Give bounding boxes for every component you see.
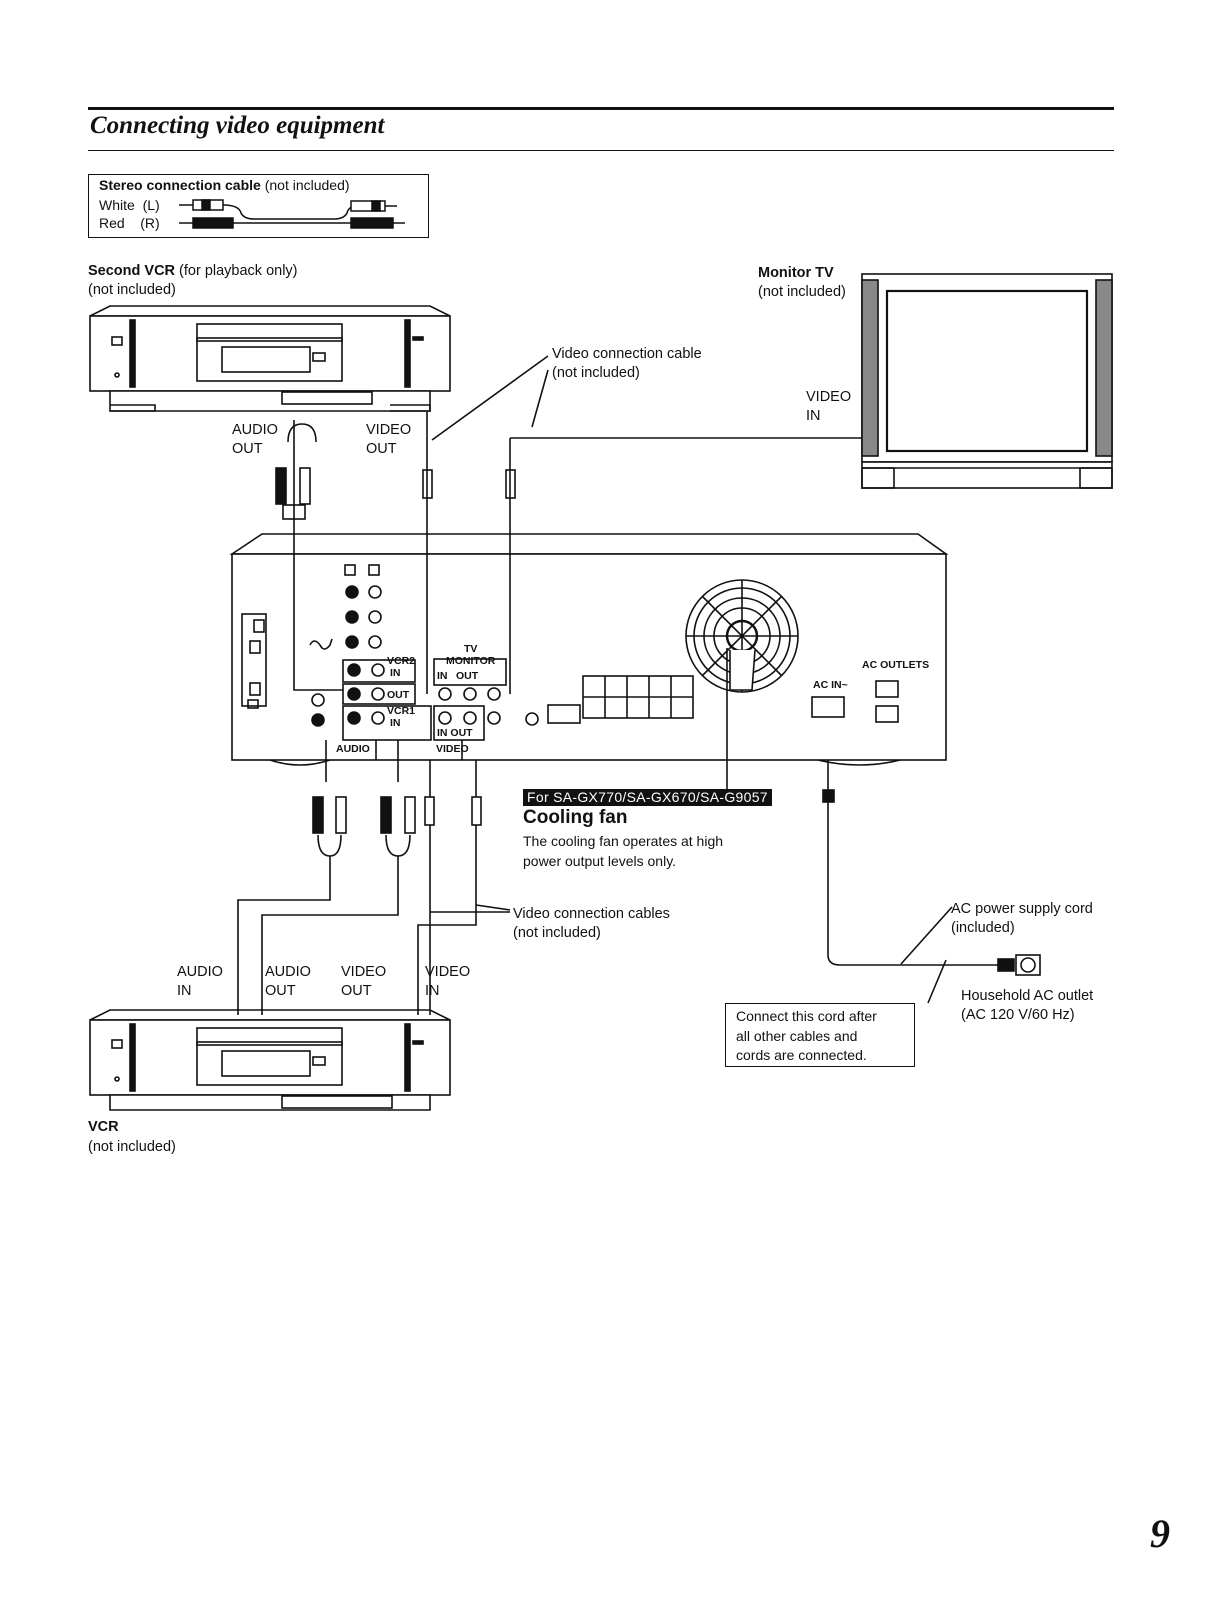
rcv-video: VIDEO (436, 743, 469, 755)
vcr-sub: (not included) (88, 1139, 176, 1155)
monitor-tv-label: Monitor TV (758, 265, 834, 281)
receiver-device (229, 533, 949, 766)
rcv-vcr1: VCR1 (387, 705, 415, 717)
cable-legend-white: White (L) (99, 197, 160, 213)
rcv-vcr2: VCR2 (387, 655, 415, 667)
cable-legend-red: Red (R) (99, 215, 160, 231)
rcv-audio: AUDIO (336, 743, 370, 755)
video-cable-top-label: Video connection cable (not included) (552, 346, 702, 381)
vcr-audio-in: AUDIO IN (177, 964, 223, 999)
video-cables-bottom-label: Video connection cables (not included) (513, 906, 670, 941)
header-rule-bottom (88, 150, 1114, 151)
cable-legend-box: Stereo connection cable (not included) W… (88, 174, 429, 238)
rcv-vcr1-in: IN (390, 717, 401, 729)
rcv-ac-in: AC IN~ (813, 679, 848, 691)
fan-title: Cooling fan (523, 807, 628, 828)
rcv-out2: OUT (456, 670, 479, 682)
header-rule-top (88, 107, 1114, 110)
vcr-label: VCR (88, 1119, 119, 1135)
vcr-audio-out: AUDIO OUT (265, 964, 311, 999)
second-vcr-video-out: VIDEO OUT (366, 422, 412, 457)
second-vcr-audio-out: AUDIO OUT (232, 422, 278, 457)
monitor-tv-device (861, 273, 1113, 489)
connect-note-box: Connect this cord after all other cables… (725, 1003, 915, 1067)
stereo-cable-icon (179, 199, 405, 229)
second-vcr-label: Second VCR (for playback only) (88, 263, 298, 279)
vcr-device (89, 1009, 451, 1111)
household-outlet-label: Household AC outlet (AC 120 V/60 Hz) (961, 988, 1094, 1023)
second-vcr-device (89, 305, 451, 412)
monitor-tv-sub: (not included) (758, 284, 846, 300)
rcv-in-out: IN OUT (437, 727, 473, 739)
rcv-in: IN (437, 670, 448, 682)
rcv-ac-outlets: AC OUTLETS (862, 659, 929, 671)
rcv-tv: TV (464, 643, 477, 655)
page-title: Connecting video equipment (90, 112, 385, 139)
second-vcr-sub: (not included) (88, 282, 176, 298)
rcv-vcr2-in: IN (390, 667, 401, 679)
cable-legend-title: Stereo connection cable (not included) (99, 177, 350, 193)
vcr-video-out: VIDEO OUT (341, 964, 387, 999)
monitor-tv-video-in: VIDEO IN (806, 389, 852, 424)
fan-models-banner: For SA-GX770/SA-GX670/SA-G9057 (523, 789, 772, 806)
fan-description: The cooling fan operates at high power o… (523, 833, 724, 869)
rcv-out: OUT (387, 689, 410, 701)
rcv-monitor: MONITOR (446, 655, 496, 667)
vcr-video-in: VIDEO IN (425, 964, 471, 999)
page-number: 9 (1150, 1511, 1170, 1556)
connect-note: Connect this cord after all other cables… (736, 1008, 877, 1063)
ac-cord-label: AC power supply cord (included) (951, 901, 1093, 936)
